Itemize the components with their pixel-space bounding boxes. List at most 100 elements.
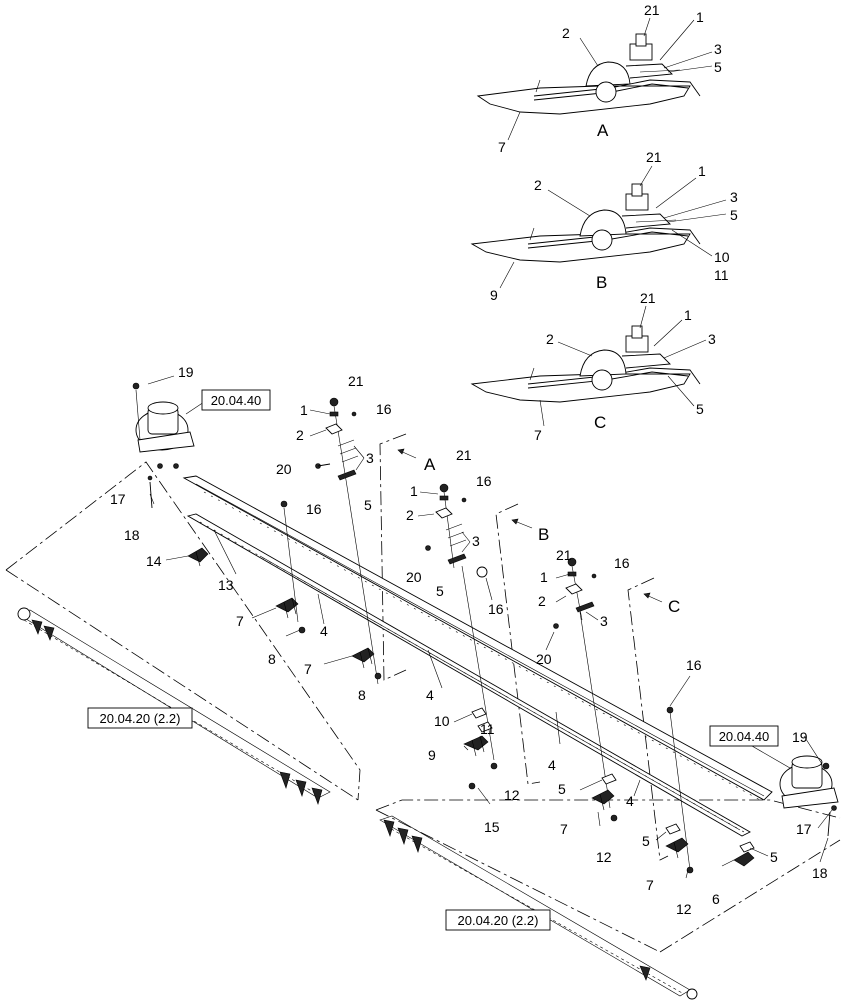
callout-5-e: 5 <box>770 849 778 865</box>
detail-b-callout-10: 10 <box>714 249 730 265</box>
detail-b-label: B <box>596 273 607 292</box>
callout-19-right: 19 <box>792 729 808 745</box>
callout-7-a: 7 <box>236 613 244 629</box>
callout-5-d: 5 <box>642 833 650 849</box>
section-outlines <box>5 433 841 953</box>
callout-2-c: 2 <box>538 593 546 609</box>
callout-1-a: 1 <box>300 402 308 418</box>
detail-view-c: 2 21 1 3 5 7 C <box>470 290 716 443</box>
callout-5-b: 5 <box>436 583 444 599</box>
detail-c-callout-5: 5 <box>696 401 704 417</box>
callout-20-a: 20 <box>276 461 292 477</box>
callout-12-b: 12 <box>596 849 612 865</box>
detail-a-callout-3: 3 <box>714 41 722 57</box>
callout-8-b: 8 <box>358 687 366 703</box>
callout-16-f: 16 <box>686 657 702 673</box>
detail-a-callout-1: 1 <box>696 9 704 25</box>
detail-b-callout-21: 21 <box>646 149 662 165</box>
callout-7-c: 7 <box>560 821 568 837</box>
callout-10: 10 <box>434 713 450 729</box>
callout-1-c: 1 <box>540 569 548 585</box>
callout-15: 15 <box>484 819 500 835</box>
detail-c-callout-3: 3 <box>708 331 716 347</box>
detail-b-callout-11: 11 <box>714 267 729 283</box>
detail-b-callout-1: 1 <box>698 163 706 179</box>
callout-17-left: 17 <box>110 491 126 507</box>
callout-2-b: 2 <box>406 507 414 523</box>
detail-c-label: C <box>594 413 606 432</box>
callout-17-right: 17 <box>796 821 812 837</box>
detail-a-callout-7: 7 <box>498 139 506 155</box>
callout-3-c: 3 <box>600 613 608 629</box>
callout-9: 9 <box>428 747 436 763</box>
view-markers: A B C <box>397 448 680 616</box>
detail-c-callout-21: 21 <box>640 290 656 306</box>
drive-unit-right <box>751 745 839 837</box>
ref-box-section-left: 20.04.20 (2.2) <box>100 711 181 726</box>
callout-12-a: 12 <box>504 787 520 803</box>
ref-box-section-right: 20.04.20 (2.2) <box>458 913 539 928</box>
callout-16-b: 16 <box>306 501 322 517</box>
callout-5-a: 5 <box>364 497 372 513</box>
callout-4-b: 4 <box>426 687 434 703</box>
detail-b-callout-2: 2 <box>534 177 542 193</box>
detail-b-callout-9: 9 <box>490 287 498 303</box>
detail-view-b: 2 21 1 3 5 10 11 9 B <box>470 149 738 303</box>
callout-8-a: 8 <box>268 651 276 667</box>
callout-12-c: 12 <box>676 901 692 917</box>
callout-4-d: 4 <box>626 793 634 809</box>
callout-21-a: 21 <box>348 373 364 389</box>
guards-and-bolts <box>187 411 755 874</box>
callout-21-c: 21 <box>556 547 572 563</box>
reference-boxes: 20.04.40 20.04.40 20.04.20 (2.2) 20.04.2… <box>87 389 779 931</box>
callout-14: 14 <box>146 553 162 569</box>
ref-box-drive-right: 20.04.40 <box>719 729 770 744</box>
drive-unit-left <box>132 375 205 509</box>
callout-11: 11 <box>480 721 495 737</box>
detail-a-callout-5: 5 <box>714 59 722 75</box>
detail-c-callout-1: 1 <box>684 307 692 323</box>
detail-view-a: 2 21 1 3 5 7 A <box>476 2 722 155</box>
knife-section-left <box>17 607 331 805</box>
knife-section-right <box>379 815 698 1000</box>
callout-6: 6 <box>712 891 720 907</box>
callout-21-b: 21 <box>456 447 472 463</box>
callout-16-e: 16 <box>614 555 630 571</box>
detail-a-callout-2: 2 <box>562 25 570 41</box>
callout-5-c: 5 <box>558 781 566 797</box>
callout-16-d: 16 <box>488 601 504 617</box>
detail-c-callout-7: 7 <box>534 427 542 443</box>
detail-a-label: A <box>597 121 609 140</box>
callout-7-d: 7 <box>646 877 654 893</box>
hardware-stack-a <box>315 397 379 685</box>
view-marker-a: A <box>424 455 436 474</box>
detail-b-callout-3: 3 <box>730 189 738 205</box>
detail-b-callout-5: 5 <box>730 207 738 223</box>
callout-2-a: 2 <box>296 427 304 443</box>
callout-1-b: 1 <box>410 483 418 499</box>
callout-7-b: 7 <box>304 661 312 677</box>
view-marker-c: C <box>668 597 680 616</box>
callout-20-b: 20 <box>406 569 422 585</box>
callout-4-c: 4 <box>548 757 556 773</box>
detail-c-callout-2: 2 <box>546 331 554 347</box>
callout-leaders <box>149 409 833 879</box>
hardware-stack-c <box>553 557 691 871</box>
callout-3-b: 3 <box>472 533 480 549</box>
callout-19-left: 19 <box>178 364 194 380</box>
callout-16-c: 16 <box>476 473 492 489</box>
callout-16-a: 16 <box>376 401 392 417</box>
callout-20-c: 20 <box>536 651 552 667</box>
view-marker-b: B <box>538 525 549 544</box>
callout-4-a: 4 <box>320 623 328 639</box>
callout-3-a: 3 <box>366 450 374 466</box>
callout-18-right: 18 <box>812 865 828 881</box>
callout-18-left: 18 <box>124 527 140 543</box>
callout-13: 13 <box>218 577 234 593</box>
ref-box-drive-left: 20.04.40 <box>211 393 262 408</box>
callout-numbers: 19 21 1 16 2 3 20 5 17 18 16 14 13 7 8 4… <box>110 364 828 917</box>
knife-bar-assembly <box>182 475 773 837</box>
detail-a-callout-21: 21 <box>644 2 660 18</box>
